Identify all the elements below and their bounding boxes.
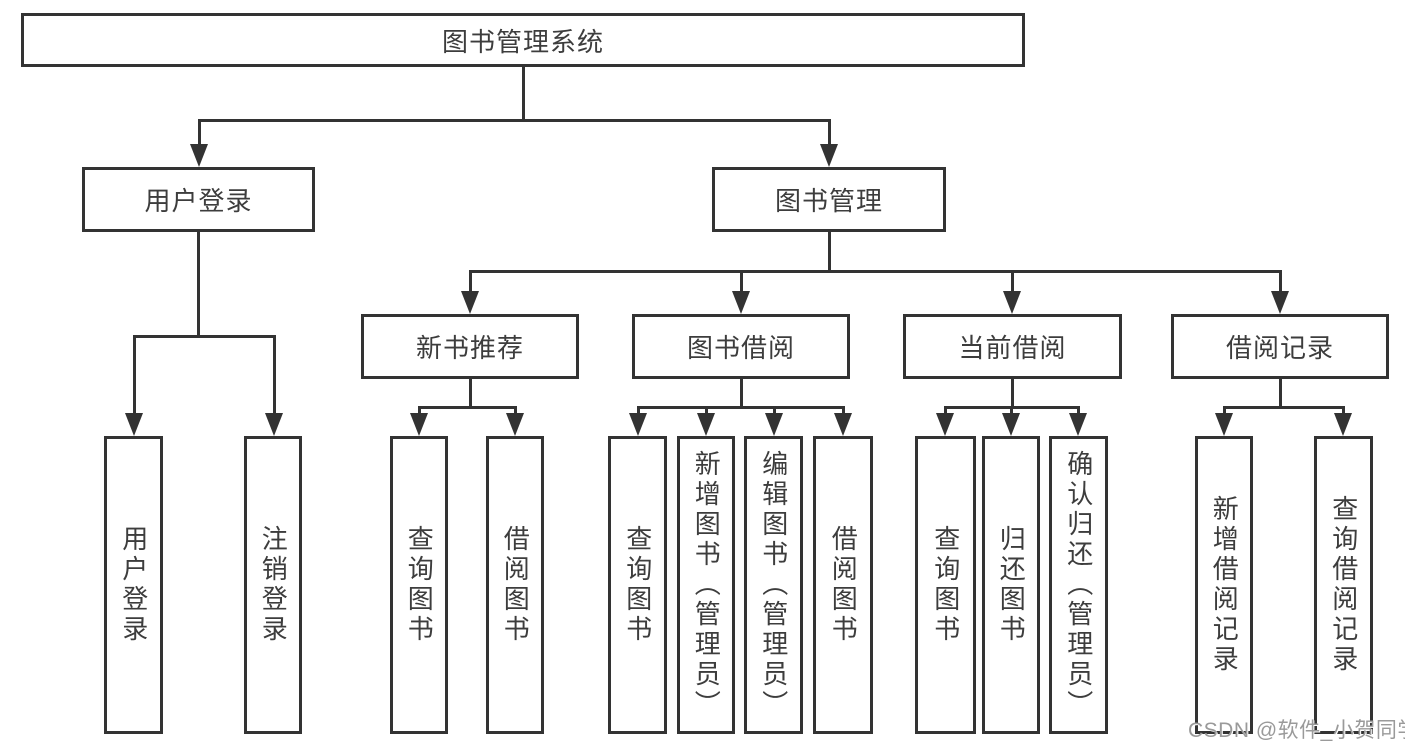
leaf-query-books-recommend: 查询图书 (390, 436, 448, 734)
leaf-query-borrow-record: 查询借阅记录 (1314, 436, 1373, 734)
arrowhead-leaf-query-books-recommend (410, 413, 428, 436)
leaf-user-login: 用户登录 (104, 436, 163, 734)
arrowhead-leaf-add-borrow-record (1215, 413, 1233, 436)
connector-stem-borrowing-records (1278, 270, 1282, 292)
connector-borrowing-rail (636, 406, 845, 409)
connector-stem-leaf (943, 406, 947, 414)
node-label: 编辑图书（管理员） (758, 450, 789, 720)
node-label: 当前借阅 (958, 333, 1067, 363)
arrowhead-leaf-user-login (125, 413, 143, 436)
watermark: CSDN @软件_小贺同学 (1188, 719, 1405, 742)
node-label: 查询图书 (622, 525, 653, 645)
connector-stem-user-login (197, 119, 201, 146)
node-label: 查询图书 (930, 525, 961, 645)
connector-recommend-rail (417, 406, 517, 409)
arrowhead-leaf-query-books-current (936, 413, 954, 436)
node-label: 归还图书 (996, 525, 1027, 645)
connector-records-rail (1222, 406, 1345, 409)
node-root-library-system: 图书管理系统 (21, 13, 1025, 67)
node-new-book-recommend: 新书推荐 (361, 314, 579, 379)
node-label: 新增图书（管理员） (691, 450, 722, 720)
arrowhead-leaf-borrow-books (834, 413, 852, 436)
connector-records-trunk (1278, 379, 1282, 409)
leaf-borrow-books-recommend: 借阅图书 (486, 436, 544, 734)
connector-stem-leaf (704, 406, 708, 414)
connector-stem-leaf (841, 406, 845, 414)
connector-stem-leaf (1222, 406, 1226, 414)
connector-borrowing-trunk (739, 379, 743, 409)
connector-stem-book-management (827, 119, 831, 146)
arrowhead-leaf-add-books-admin (697, 413, 715, 436)
node-label: 用户登录 (118, 525, 149, 645)
leaf-confirm-return-admin: 确认归还（管理员） (1049, 436, 1108, 734)
arrowhead-leaf-logout (265, 413, 283, 436)
node-label: 查询借阅记录 (1328, 495, 1359, 675)
node-label: 用户登录 (144, 186, 253, 216)
node-label: 新书推荐 (415, 333, 524, 363)
node-label: 查询图书 (404, 525, 435, 645)
node-label: 注销登录 (258, 525, 289, 645)
leaf-borrow-books: 借阅图书 (813, 436, 873, 734)
arrowhead-leaf-edit-books-admin (765, 413, 783, 436)
node-label: 新增借阅记录 (1209, 495, 1240, 675)
leaf-logout: 注销登录 (244, 436, 302, 734)
arrowhead-book-management (820, 144, 838, 167)
node-label: 图书管理 (774, 186, 883, 216)
node-label: 图书借阅 (686, 333, 795, 363)
node-current-borrowing: 当前借阅 (903, 314, 1122, 379)
connector-current-trunk (1010, 379, 1014, 409)
node-label: 借阅图书 (828, 525, 859, 645)
arrowhead-current-borrowing (1003, 291, 1021, 314)
arrowhead-user-login (190, 144, 208, 167)
connector-book-management-trunk (827, 232, 831, 273)
connector-level3-rail (468, 270, 1282, 273)
node-label: 确认归还（管理员） (1063, 450, 1094, 720)
connector-stem-leaf (417, 406, 421, 414)
leaf-return-books: 归还图书 (982, 436, 1040, 734)
connector-stem-leaf (1076, 406, 1080, 414)
connector-stem-book-borrowing (739, 270, 743, 292)
node-user-login: 用户登录 (82, 167, 315, 232)
connector-user-login-trunk (197, 232, 200, 338)
connector-user-login-rail (132, 335, 276, 338)
node-borrowing-records: 借阅记录 (1171, 314, 1389, 379)
connector-stem-leaf-logout (272, 335, 276, 415)
node-book-borrowing: 图书借阅 (632, 314, 850, 379)
connector-recommend-trunk (468, 379, 472, 409)
leaf-edit-books-admin: 编辑图书（管理员） (744, 436, 803, 734)
arrowhead-leaf-borrow-books-recommend (506, 413, 524, 436)
arrowhead-book-borrowing (732, 291, 750, 314)
connector-level2-rail (197, 119, 831, 122)
connector-stem-leaf (1009, 406, 1013, 414)
connector-stem-leaf (636, 406, 640, 414)
connector-stem-current-borrowing (1010, 270, 1014, 292)
arrowhead-leaf-confirm-return-admin (1069, 413, 1087, 436)
node-label: 借阅记录 (1225, 333, 1334, 363)
leaf-add-books-admin: 新增图书（管理员） (677, 436, 735, 734)
leaf-query-books-borrow: 查询图书 (608, 436, 667, 734)
leaf-add-borrow-record: 新增借阅记录 (1195, 436, 1253, 734)
connector-stem-leaf-user-login (132, 335, 136, 415)
arrowhead-leaf-return-books (1002, 413, 1020, 436)
connector-stem-new-book-recommend (468, 270, 472, 292)
node-label: 借阅图书 (500, 525, 531, 645)
connector-stem-leaf (513, 406, 517, 414)
leaf-query-books-current: 查询图书 (915, 436, 976, 734)
arrowhead-new-book-recommend (461, 291, 479, 314)
connector-stem-leaf (772, 406, 776, 414)
connector-root-trunk (521, 67, 525, 122)
node-book-management: 图书管理 (712, 167, 946, 232)
arrowhead-leaf-query-books-borrow (629, 413, 647, 436)
connector-stem-leaf (1341, 406, 1345, 414)
node-label: 图书管理系统 (441, 26, 604, 57)
arrowhead-leaf-query-borrow-record (1334, 413, 1352, 436)
arrowhead-borrowing-records (1271, 291, 1289, 314)
